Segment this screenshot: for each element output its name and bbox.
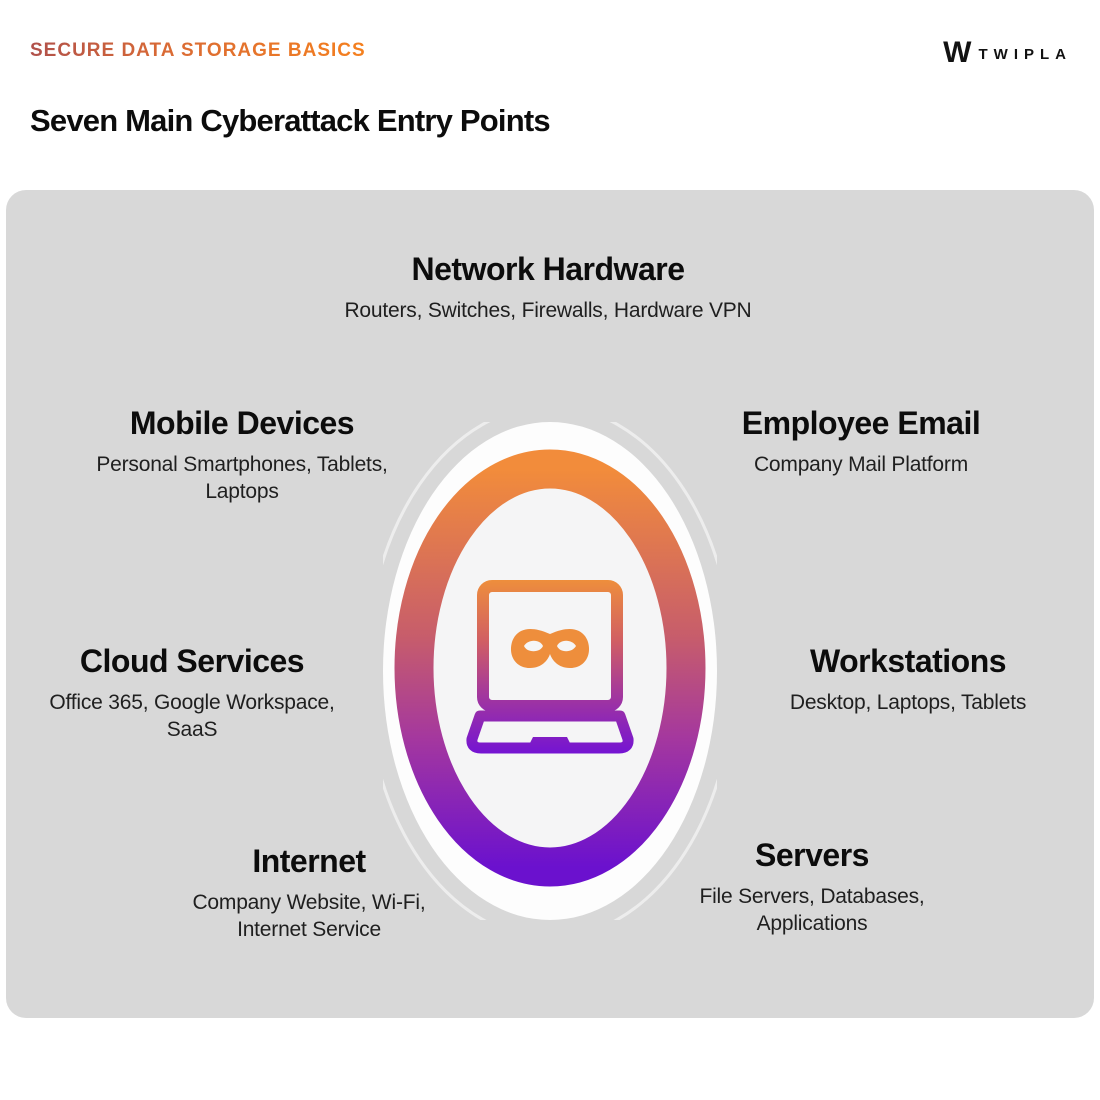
- entry-point-examples: File Servers, Databases, Applications: [699, 884, 925, 936]
- entry-point-cloud-services: Cloud Services Office 365, Google Worksp…: [12, 643, 372, 743]
- eyebrow-label: SECURE DATA STORAGE BASICS: [30, 40, 366, 61]
- entry-point-employee-email: Employee Email Company Mail Platform: [681, 405, 1041, 478]
- entry-point-examples: Routers, Switches, Firewalls, Hardware V…: [344, 298, 752, 322]
- entry-point-examples: Office 365, Google Workspace, SaaS: [49, 690, 335, 742]
- entry-point-title: Workstations: [809, 643, 1007, 679]
- entry-point-mobile-devices: Mobile Devices Personal Smartphones, Tab…: [62, 405, 422, 505]
- entry-point-examples: Desktop, Laptops, Tablets: [789, 690, 1027, 714]
- twipla-logo-text: TWIPLA: [978, 46, 1072, 63]
- entry-point-workstations: Workstations Desktop, Laptops, Tablets: [728, 643, 1088, 716]
- entry-point-title: Network Hardware: [411, 251, 685, 287]
- twipla-logo-icon: W: [943, 36, 971, 69]
- entry-point-title: Cloud Services: [79, 643, 305, 679]
- entry-point-examples: Company Mail Platform: [753, 452, 969, 476]
- entry-point-internet: Internet Company Website, Wi-Fi, Interne…: [129, 843, 489, 943]
- gradient-ring: [394, 449, 706, 887]
- entry-point-servers: Servers File Servers, Databases, Applica…: [632, 837, 992, 937]
- entry-point-examples: Personal Smartphones, Tablets, Laptops: [96, 452, 388, 504]
- entry-point-network-hardware: Network Hardware Routers, Switches, Fire…: [248, 251, 848, 324]
- page-title: Seven Main Cyberattack Entry Points: [30, 103, 551, 138]
- masked-laptop-icon: [466, 580, 634, 754]
- entry-point-examples: Company Website, Wi-Fi, Internet Service: [192, 890, 426, 942]
- entry-point-title: Mobile Devices: [129, 405, 355, 441]
- twipla-logo: W TWIPLA: [943, 38, 1072, 68]
- entry-point-title: Employee Email: [741, 405, 981, 441]
- cyberattack-target-graphic: [383, 422, 717, 920]
- entry-point-title: Internet: [252, 843, 366, 879]
- entry-point-title: Servers: [755, 837, 869, 873]
